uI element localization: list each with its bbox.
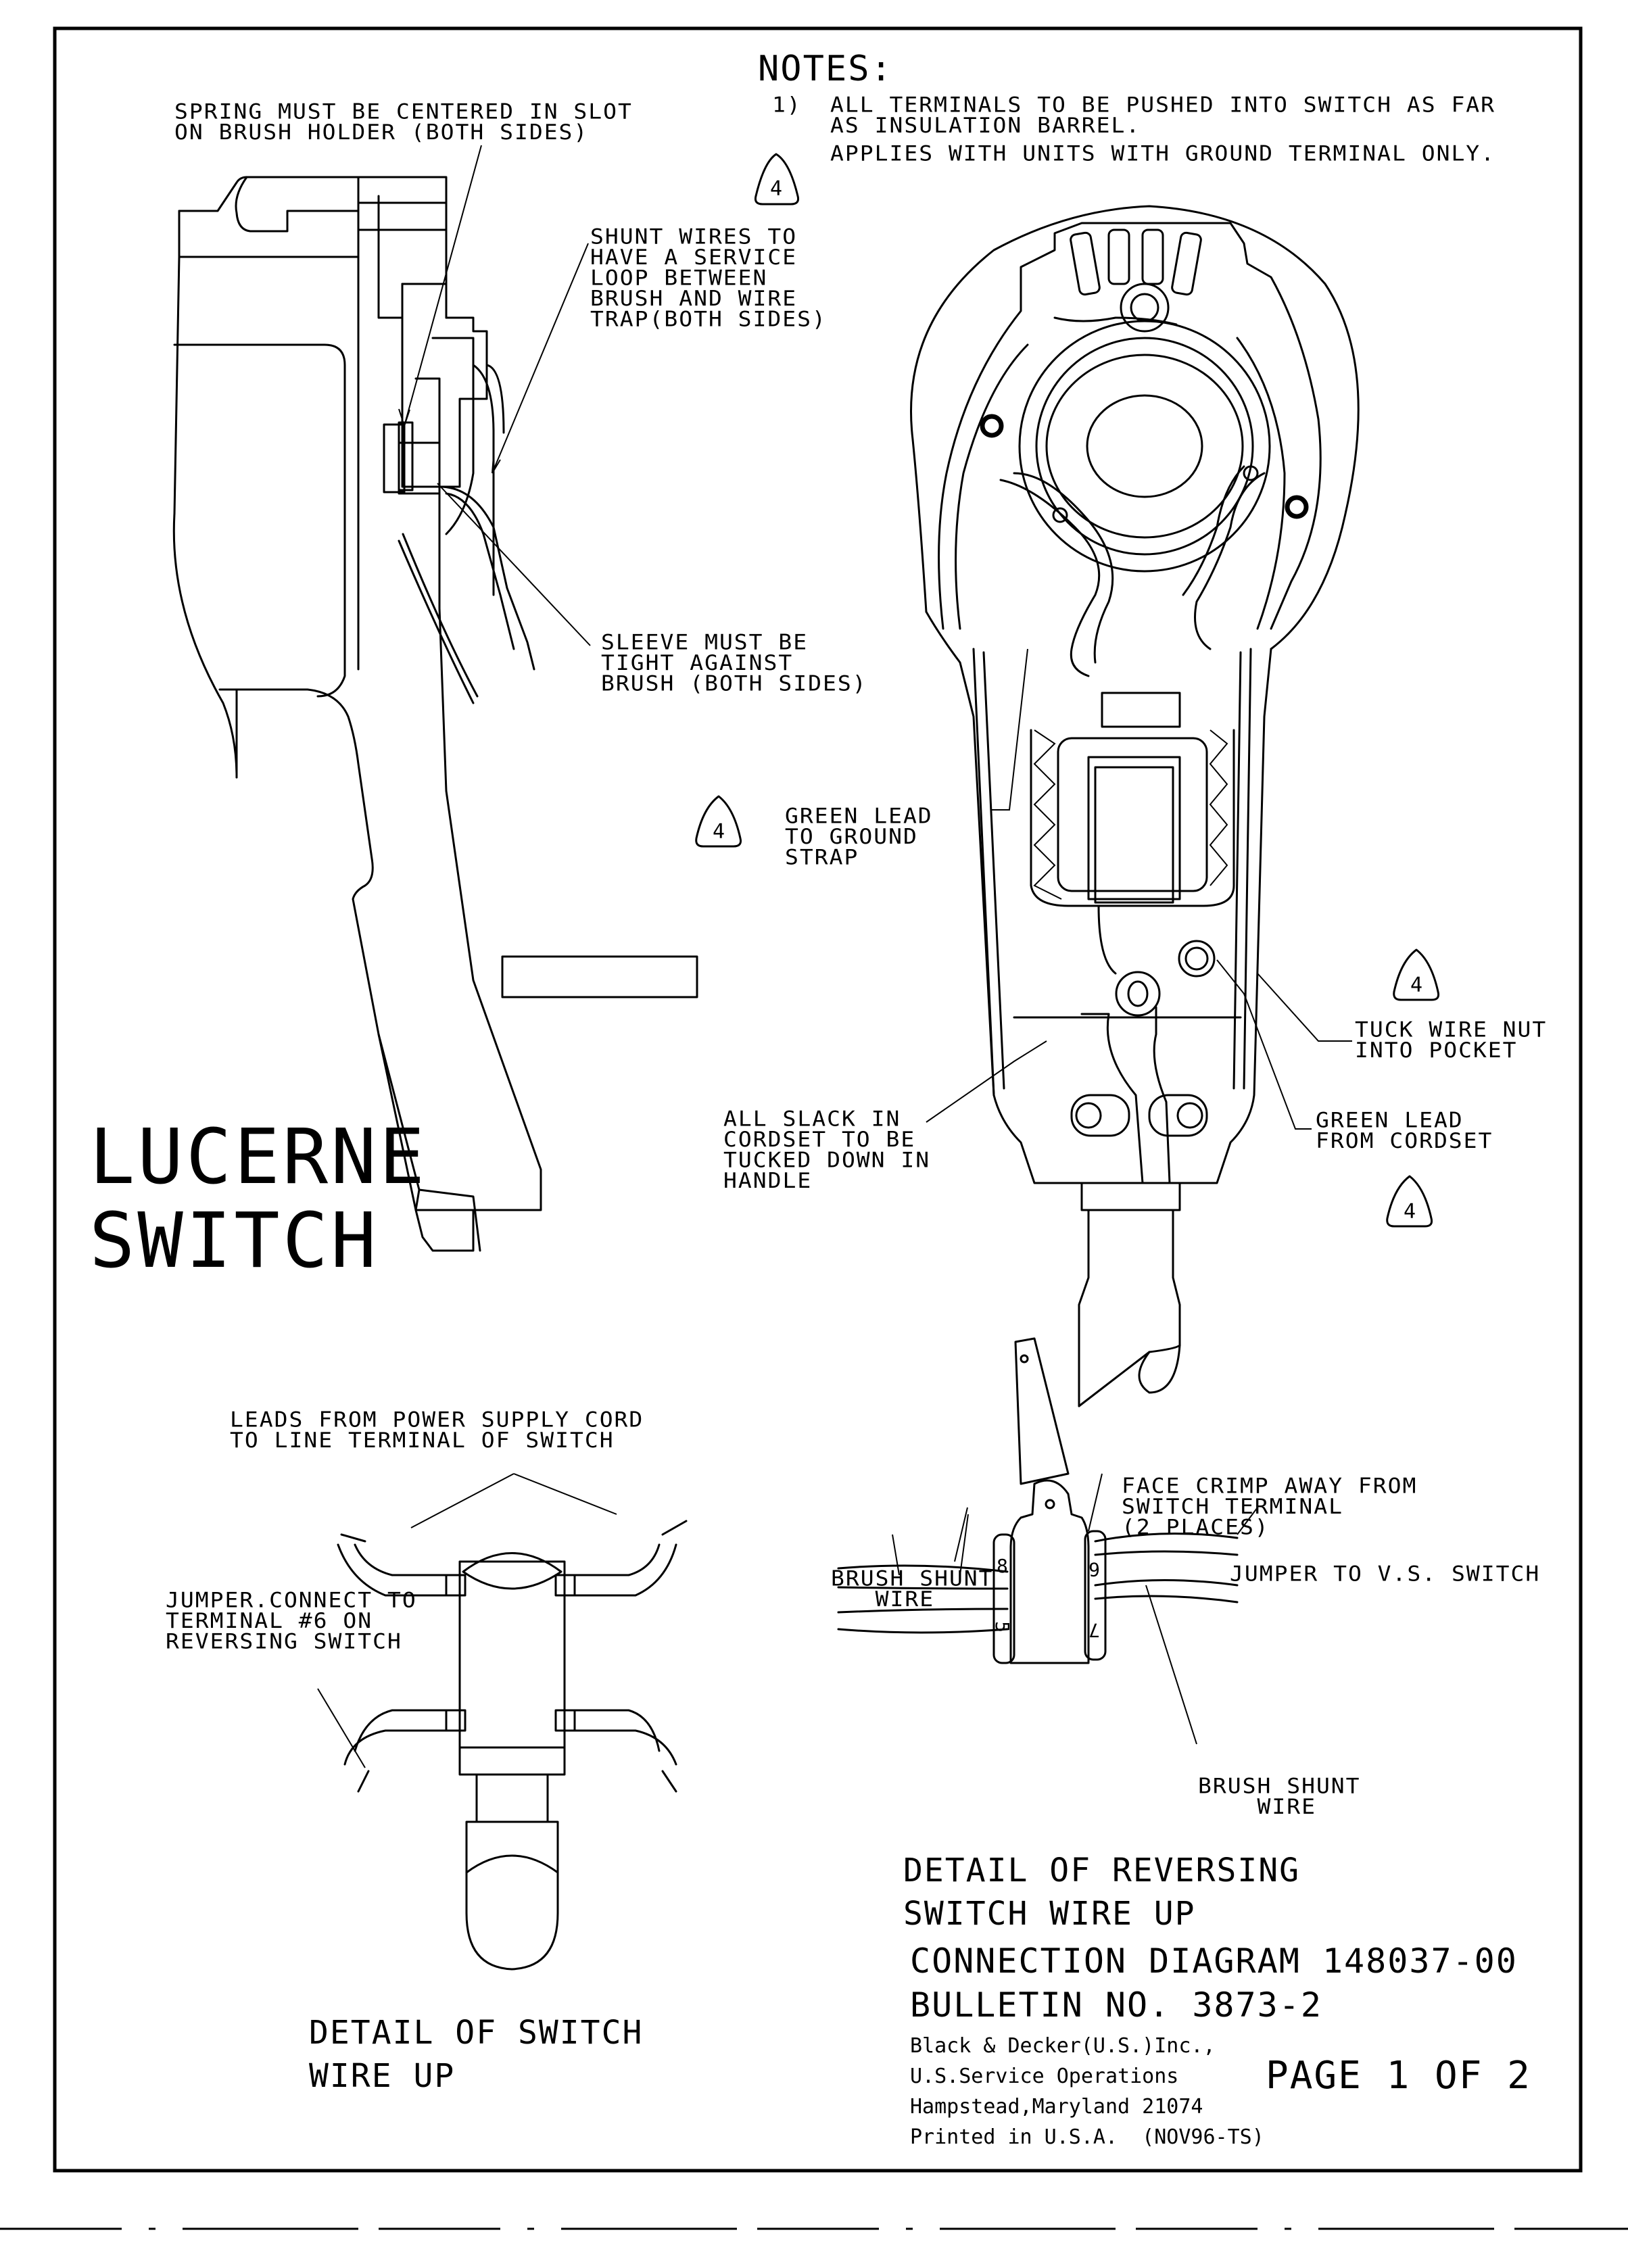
callout-green-lead-ground: GREEN LEAD TO GROUND STRAP bbox=[785, 803, 933, 870]
drawing-border bbox=[53, 26, 1583, 2173]
ref-4-triangle-icon bbox=[695, 795, 742, 848]
callout-face-crimp: FACE CRIMP AWAY FROM SWITCH TERMINAL (2 … bbox=[1122, 1473, 1418, 1540]
ref-4-triangle-icon bbox=[1386, 1175, 1433, 1228]
company-name: Black & Decker(U.S.)Inc., bbox=[910, 2034, 1216, 2058]
page-indicator: PAGE 1 OF 2 bbox=[1266, 2054, 1531, 2098]
callout-leads-power: LEADS FROM POWER SUPPLY CORD TO LINE TER… bbox=[230, 1407, 644, 1453]
note-1-text: ALL TERMINALS TO BE PUSHED INTO SWITCH A… bbox=[830, 92, 1496, 138]
callout-shunt-wires: SHUNT WIRES TO HAVE A SERVICE LOOP BETWE… bbox=[590, 224, 827, 331]
connection-diagram-number: CONNECTION DIAGRAM 148037-00 bbox=[910, 1941, 1518, 1981]
lucerne-switch-side-view bbox=[172, 145, 698, 1252]
title-detail-reversing: DETAIL OF REVERSING SWITCH WIRE UP bbox=[903, 1852, 1301, 1933]
terminal-7-label: 7 bbox=[1088, 1619, 1100, 1641]
note-2-marker: 4 bbox=[770, 177, 783, 201]
callout-brush-shunt-left: BRUSH SHUNT WIRE bbox=[831, 1566, 994, 1612]
callout-green-lead-cordset: GREEN LEAD FROM CORDSET bbox=[1316, 1107, 1493, 1153]
company-division: U.S.Service Operations bbox=[910, 2065, 1179, 2088]
title-detail-switch: DETAIL OF SWITCH WIRE UP bbox=[309, 2014, 644, 2095]
ref-4-label: 4 bbox=[1410, 973, 1423, 997]
callout-jumper-vs: JUMPER TO V.S. SWITCH bbox=[1230, 1561, 1541, 1587]
title-lucerne-switch: LUCERNE SWITCH bbox=[89, 1113, 428, 1285]
drill-housing-top-view bbox=[910, 205, 1360, 1407]
note-4-triangle-icon bbox=[755, 153, 799, 206]
terminal-5-label: 5 bbox=[990, 1621, 1013, 1633]
reversing-switch-detail bbox=[837, 1337, 1258, 1745]
callout-tuck-wire-nut: TUCK WIRE NUT INTO POCKET bbox=[1355, 1017, 1548, 1063]
ref-4-label: 4 bbox=[1404, 1200, 1416, 1224]
printed-note: Printed in U.S.A. (NOV96-TS) bbox=[910, 2125, 1264, 2149]
switch-wire-up-detail bbox=[317, 1473, 688, 1971]
callout-brush-shunt-right: BRUSH SHUNT WIRE bbox=[1198, 1773, 1361, 1819]
terminal-6-label: 6 bbox=[1088, 1558, 1100, 1581]
ref-4-label: 4 bbox=[713, 820, 725, 844]
company-address: Hampstead,Maryland 21074 bbox=[910, 2095, 1203, 2119]
callout-spring: SPRING MUST BE CENTERED IN SLOT ON BRUSH… bbox=[174, 99, 633, 145]
note-1-marker: 1) bbox=[772, 92, 802, 118]
callout-sleeve: SLEEVE MUST BE TIGHT AGAINST BRUSH (BOTH… bbox=[601, 629, 867, 696]
notes-heading: NOTES: bbox=[758, 49, 893, 89]
callout-jumper-connect: JUMPER.CONNECT TO TERMINAL #6 ON REVERSI… bbox=[166, 1587, 417, 1654]
ref-4-triangle-icon bbox=[1393, 948, 1440, 1001]
note-2-text: APPLIES WITH UNITS WITH GROUND TERMINAL … bbox=[830, 141, 1496, 166]
callout-all-slack: ALL SLACK IN CORDSET TO BE TUCKED DOWN I… bbox=[723, 1106, 931, 1193]
bulletin-number: BULLETIN NO. 3873-2 bbox=[910, 1985, 1322, 2025]
terminal-8-label: 8 bbox=[997, 1555, 1008, 1577]
